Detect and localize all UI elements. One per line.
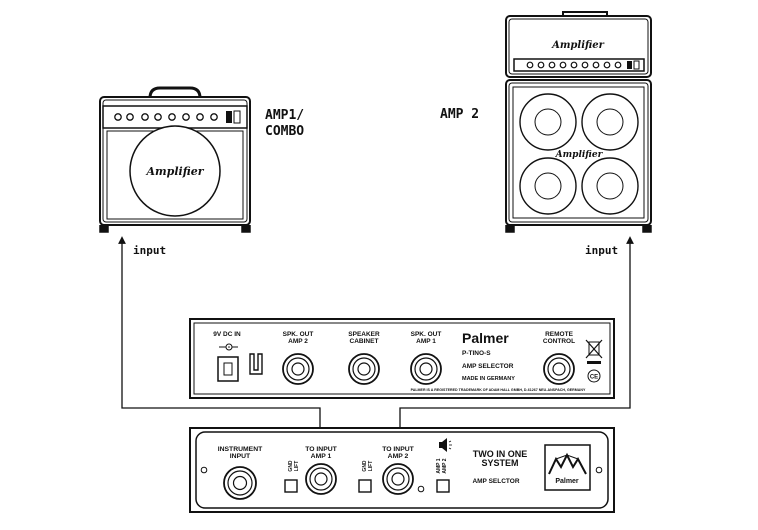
spk-out-amp2-line2: AMP 2: [288, 338, 308, 345]
cable-to-amp1: [118, 236, 321, 428]
spk-out-amp1-line2: AMP 1: [416, 338, 436, 345]
ground-lift-2-line1: GND: [362, 460, 368, 472]
rear-panel: 9V DC IN SPK. OUT AMP 2 SPEAKER CABINET …: [189, 318, 615, 399]
screw-right: [595, 466, 603, 474]
speaker-icon: [439, 438, 452, 452]
spk-out-amp2-jack: [282, 353, 314, 385]
speaker-cabinet-line1: SPEAKER: [348, 331, 380, 338]
combo-speaker: [129, 125, 221, 217]
to-input-amp1-line1: TO INPUT: [305, 446, 337, 453]
palmer-logo: Palmer: [544, 444, 591, 491]
spk-out-amp1-line1: SPK. OUT: [411, 331, 442, 338]
screw-left: [200, 466, 208, 474]
amp-switch-line1: AMP 1: [436, 458, 442, 473]
combo-brand: Amplifier: [145, 165, 204, 178]
strain-relief: [249, 353, 263, 375]
combo-amp: Amplifier: [99, 86, 251, 233]
rear-made-in: MADE IN GERMANY: [462, 376, 515, 382]
amp1-label-line1: AMP1/: [265, 108, 304, 123]
speaker-cabinet-jack: [348, 353, 380, 385]
rear-product: AMP SELECTOR: [462, 363, 514, 370]
amp-head: Amplifier: [505, 11, 652, 78]
spk-out-amp1-jack: [410, 353, 442, 385]
led-indicator: [417, 485, 425, 493]
remote-control-line2: CONTROL: [543, 338, 575, 345]
to-input-amp2-jack: [382, 463, 414, 495]
to-input-amp2-line1: TO INPUT: [382, 446, 414, 453]
dc-in-label: 9V DC IN: [213, 331, 241, 338]
to-input-amp1-jack: [305, 463, 337, 495]
front-subtitle: AMP SELCTOR: [472, 478, 519, 485]
speaker-cabinet: Amplifier: [505, 79, 652, 233]
instrument-input-line2: INPUT: [230, 453, 251, 460]
ce-mark: CE: [587, 369, 601, 383]
input-label-right: input: [585, 244, 618, 257]
remote-control-line1: REMOTE: [545, 331, 573, 338]
ground-lift-1-button[interactable]: [284, 479, 298, 493]
remote-control-jack: [543, 353, 575, 385]
rear-model: P-TINO-S: [462, 350, 491, 357]
cable-to-amp2: [399, 236, 634, 428]
weee-bin-icon: [585, 339, 603, 364]
front-title-line2: SYSTEM: [481, 458, 518, 468]
combo-knobs: [114, 110, 241, 124]
cab-brand: Amplifier: [555, 150, 604, 160]
svg-text:CE: CE: [590, 375, 598, 381]
rear-trademark: PALMER IS A REGISTERED TRADEMARK OF ADAM…: [411, 388, 586, 392]
instrument-input-jack: [223, 466, 257, 500]
head-knobs: [526, 60, 640, 70]
to-input-amp1-line2: AMP 1: [311, 453, 332, 460]
to-input-amp2-line2: AMP 2: [388, 453, 409, 460]
input-label-left: input: [133, 244, 166, 257]
amp2-label: AMP 2: [440, 107, 479, 122]
svg-text:Palmer: Palmer: [555, 478, 579, 485]
front-title-line1: TWO IN ONE: [473, 449, 528, 459]
ground-lift-1-line2: LIFT: [294, 461, 300, 472]
amp-select-button[interactable]: [436, 479, 450, 493]
speaker-cabinet-line2: CABINET: [350, 338, 379, 345]
amp1-label-line2: COMBO: [265, 124, 304, 139]
front-panel: INSTRUMENT INPUT TO INPUT AMP 1 GND LIFT…: [189, 427, 615, 513]
dc-polarity-icon: [219, 343, 238, 351]
ground-lift-1-line1: GND: [288, 460, 294, 472]
amp-switch-line2: AMP 2: [442, 458, 448, 473]
ground-lift-2-line2: LIFT: [368, 461, 374, 472]
spk-out-amp2-line1: SPK. OUT: [283, 331, 314, 338]
rear-brand: Palmer: [462, 330, 509, 346]
head-brand: Amplifier: [551, 40, 605, 51]
instrument-input-line1: INSTRUMENT: [218, 446, 263, 453]
ground-lift-2-button[interactable]: [358, 479, 372, 493]
